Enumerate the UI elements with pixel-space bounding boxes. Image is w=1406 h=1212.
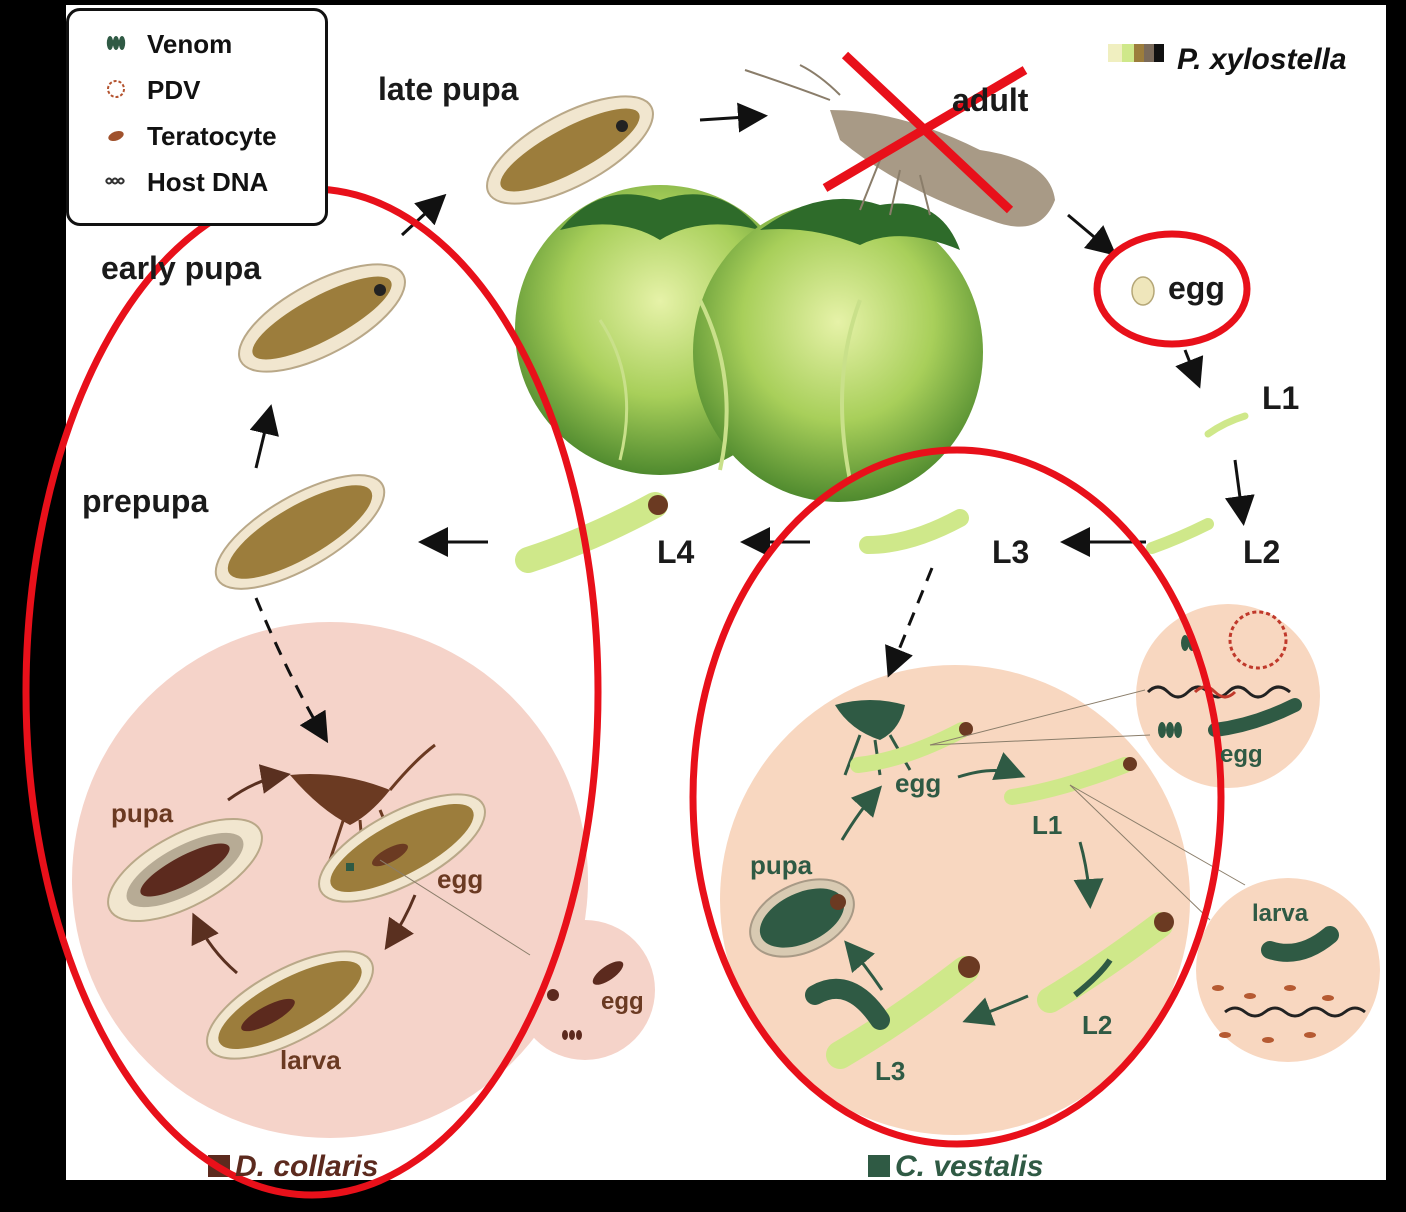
c-vestalis-swatch-icon bbox=[868, 1155, 890, 1177]
legend-row-pdv: PDV bbox=[69, 69, 325, 109]
host-dna-icon bbox=[105, 170, 127, 192]
collaris-inset-teratocyte bbox=[547, 989, 559, 1001]
species-label-p-xylostella: P. xylostella bbox=[1177, 43, 1347, 77]
vestalis-label-pupa: pupa bbox=[750, 852, 812, 878]
label-late-pupa: late pupa bbox=[378, 73, 518, 105]
teratocyte-icon bbox=[105, 124, 127, 146]
vestalis-label-l2: L2 bbox=[1082, 1012, 1112, 1038]
host-egg-shape bbox=[1132, 277, 1154, 305]
collaris-inset-label-egg: egg bbox=[601, 990, 644, 1014]
collaris-label-larva: larva bbox=[280, 1047, 341, 1073]
species-label-d-collaris: D. collaris bbox=[235, 1150, 378, 1184]
collaris-label-egg: egg bbox=[437, 866, 483, 892]
label-l2: L2 bbox=[1243, 536, 1280, 568]
label-prepupa: prepupa bbox=[82, 485, 208, 517]
label-l4: L4 bbox=[657, 536, 694, 568]
vestalis-label-l1: L1 bbox=[1032, 812, 1062, 838]
legend-label-host-dna: Host DNA bbox=[147, 167, 268, 198]
species-label-c-vestalis: C. vestalis bbox=[895, 1150, 1043, 1184]
collaris-inset-venom-icon bbox=[562, 1030, 582, 1040]
legend-row-host-dna: Host DNA bbox=[69, 161, 325, 201]
legend-row-venom: Venom bbox=[69, 23, 325, 63]
label-adult: adult bbox=[952, 84, 1028, 116]
label-early-pupa: early pupa bbox=[101, 252, 261, 284]
label-host-egg: egg bbox=[1168, 272, 1225, 304]
vestalis-label-l3: L3 bbox=[875, 1058, 905, 1084]
label-l3: L3 bbox=[992, 536, 1029, 568]
collaris-label-pupa: pupa bbox=[111, 800, 173, 826]
pdv-circle-icon bbox=[105, 78, 127, 100]
legend-label-pdv: PDV bbox=[147, 75, 200, 106]
legend-box: Venom PDV Teratocyte Host DNA bbox=[66, 8, 328, 226]
legend-label-venom: Venom bbox=[147, 29, 232, 60]
legend-label-teratocyte: Teratocyte bbox=[147, 121, 277, 152]
vestalis-inset-label-larva: larva bbox=[1252, 902, 1308, 926]
label-l1: L1 bbox=[1262, 382, 1299, 414]
venom-icon bbox=[105, 32, 127, 54]
vestalis-inset-label-egg: egg bbox=[1220, 743, 1263, 767]
p-xylostella-swatch-icon bbox=[1108, 44, 1164, 62]
legend-row-teratocyte: Teratocyte bbox=[69, 115, 325, 155]
vestalis-label-egg: egg bbox=[895, 770, 941, 796]
